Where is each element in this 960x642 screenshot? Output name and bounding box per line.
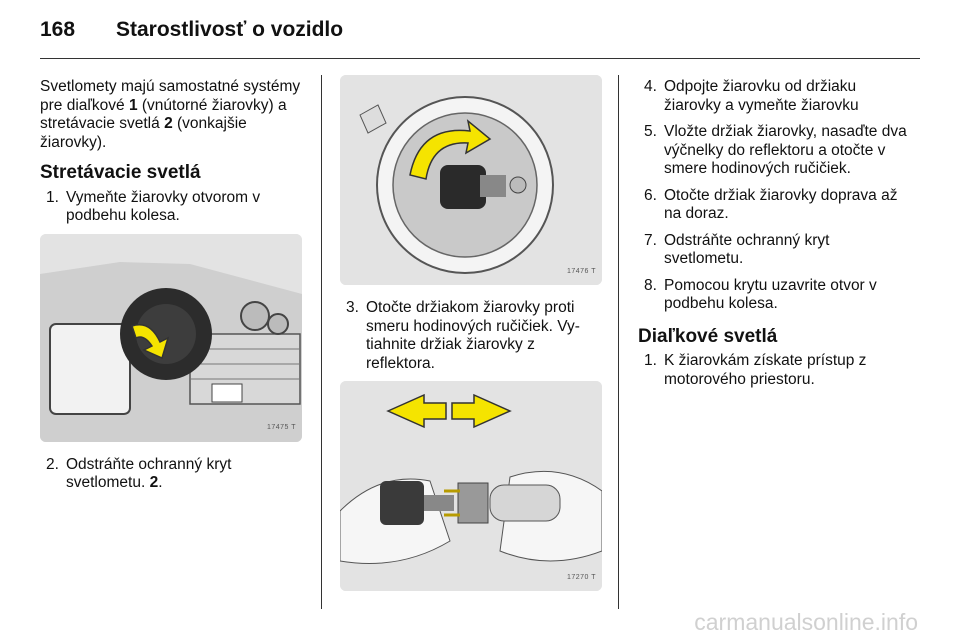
page-number: 168	[40, 18, 76, 41]
figure-wheel-arch-access: 17475 T	[40, 233, 302, 442]
header-rule	[40, 58, 920, 59]
figure-3-code: 17270 T	[566, 573, 596, 581]
figure-bulb-holder-rotate: 17476 T	[340, 75, 602, 285]
column-divider-2	[618, 75, 619, 609]
column-2: 17476 T 3.Otočte držiakom žiarovky proti…	[340, 75, 602, 591]
step-6: 6.Otočte držiak žiarovky doprava až na d…	[644, 186, 898, 223]
column-divider-1	[321, 75, 322, 609]
page-title: Starostlivosť o vozidlo	[116, 18, 344, 41]
step-5: 5.Vložte držiak žiarovky, nasaďte dva vý…	[644, 123, 907, 177]
figure-remove-bulb: 17270 T	[340, 381, 602, 591]
column-3: 4.Odpojte žiarovku od držiaku žiarovky a…	[638, 78, 908, 397]
col3-step-list: 4.Odpojte žiarovku od držiaku žiarovky a…	[638, 78, 908, 314]
step-2-low-beam: 2.Odstráňte ochranný kryt svetlometu. 2.	[46, 455, 232, 492]
watermark: carmanualsonline.info	[694, 609, 918, 635]
high-beam-heading: Diaľkové svetlá	[638, 325, 778, 347]
step-3-low-beam: 3.Otočte držiakom žiarovky proti smeru h…	[346, 299, 580, 372]
step-8: 8.Pomocou krytu uzavrite otvor v podbehu…	[644, 276, 877, 313]
step-4: 4.Odpojte žiarovku od držiaku žiarovky a…	[644, 78, 859, 114]
step-7: 7.Odstráňte ochranný kryt svetlometu.	[644, 231, 830, 268]
step-1-high-beam: 1.K žiarovkám získate prístup z motorové…	[644, 352, 867, 388]
figure-2-code: 17476 T	[566, 267, 596, 275]
intro-paragraph: Svetlomety majú samostatné systémy pre d…	[40, 78, 301, 151]
figure-1-code: 17475 T	[266, 424, 296, 431]
low-beam-heading: Stretávacie svetlá	[40, 162, 201, 183]
page-header: 168 Starostlivosť o vozidlo	[40, 18, 343, 42]
column-1: Svetlomety majú samostatné systémy pre d…	[40, 78, 308, 501]
step-1-low-beam: 1.Vymeňte žiarovky otvorom v podbehu kol…	[46, 188, 261, 225]
